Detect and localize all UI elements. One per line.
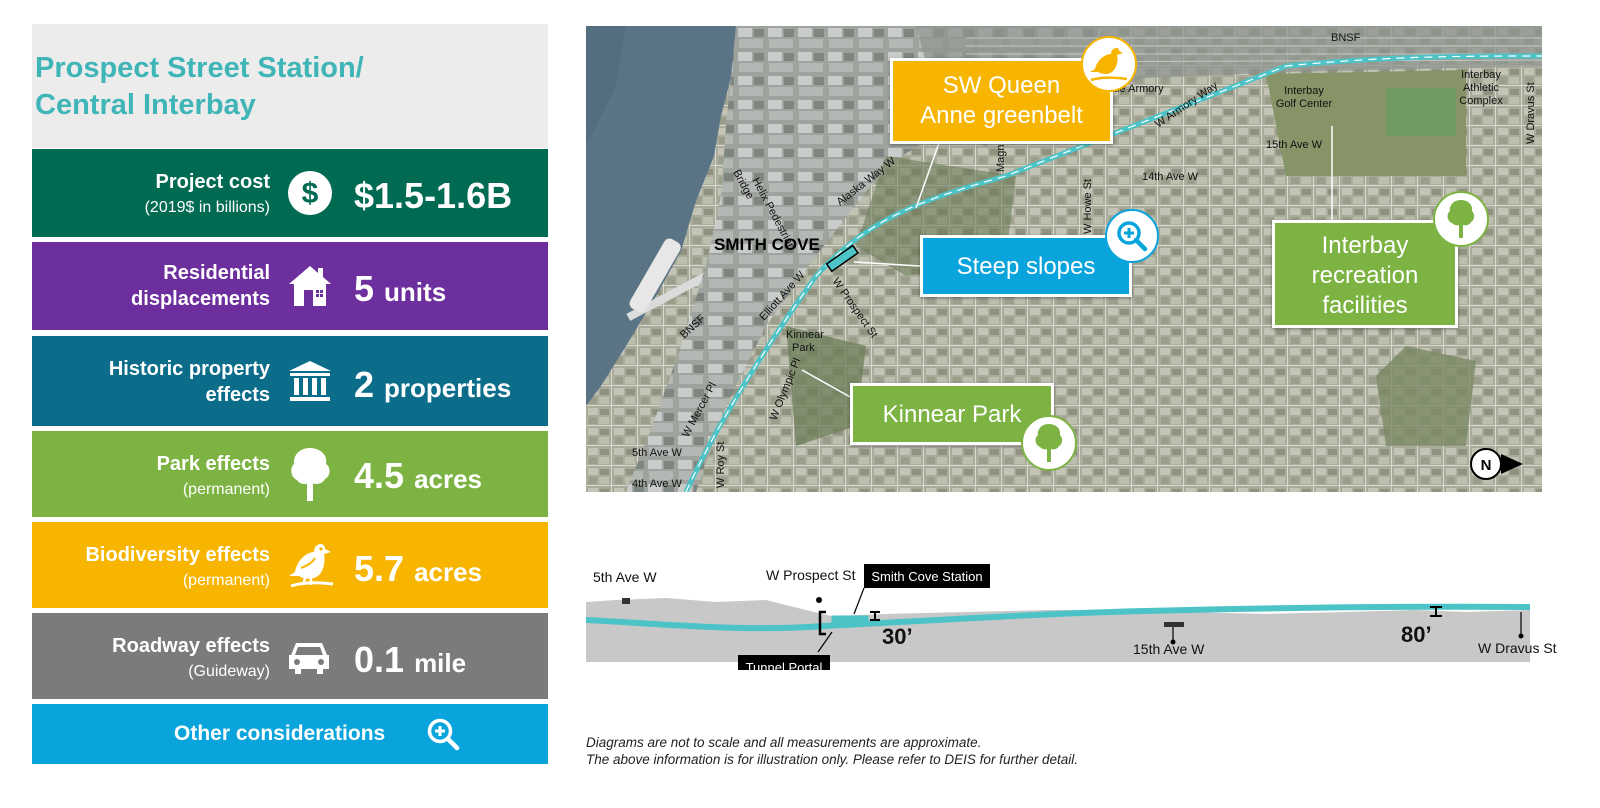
metric-sublabel: (permanent) [182, 481, 270, 498]
map-label-bnsf-top: BNSF [1331, 32, 1361, 44]
metric-park-effects: Park effects (permanent) 4.5 acres [32, 431, 548, 517]
metric-value: 0.1 [354, 639, 405, 680]
metric-sublabel: (permanent) [182, 572, 270, 589]
map-label-dravus: W Dravus St [1525, 82, 1537, 144]
other-considerations-label: Other considerations [174, 722, 386, 745]
metric-value: 5.7 [354, 548, 405, 589]
metric-biodiversity-effects: Biodiversity effects (permanent) 5.7 acr… [32, 522, 548, 608]
metric-label: Project cost [155, 171, 270, 193]
profile-label-dravus: W Dravus St [1478, 640, 1557, 656]
metric-label: Historic property [108, 358, 270, 380]
callout-text: SW Queen Anne greenbelt [920, 72, 1083, 129]
map-label-15th-ave: 15th Ave W [1266, 139, 1323, 151]
callout-kinnear-park: Kinnear Park [850, 383, 1054, 445]
metric-unit: properties [384, 373, 512, 403]
map-label-5th-ave: 5th Ave W [632, 447, 683, 459]
tree-badge-icon [1433, 191, 1489, 247]
metric-unit: acres [414, 557, 483, 587]
callout-sw-queen-anne-greenbelt: SW Queen Anne greenbelt [890, 58, 1113, 144]
magnifier-plus-icon[interactable] [426, 717, 460, 751]
station-title-line1: Prospect Street Station/ [35, 52, 364, 84]
metric-value: $1.5-1.6B [354, 175, 513, 216]
bird-badge-icon [1081, 36, 1137, 92]
metric-label: Park effects [156, 453, 270, 475]
dollar-icon: $ [288, 171, 332, 215]
profile-depth-80: 80’ [1401, 622, 1432, 647]
svg-text:N: N [1481, 457, 1492, 474]
station-title-box [32, 24, 548, 148]
callout-text: Kinnear Park [882, 401, 1022, 428]
building-icon [289, 361, 331, 401]
disclaimer-line1: Diagrams are not to scale and all measur… [586, 735, 982, 750]
metric-label-2: effects [205, 384, 270, 406]
map-label-roy: W Roy St [715, 442, 727, 488]
metric-label: Residential [163, 262, 270, 284]
map-label-4th-ave: 4th Ave W [632, 478, 683, 490]
north-arrow-icon: N [1470, 448, 1523, 480]
metric-unit: mile [414, 648, 467, 678]
map-label-smith-cove: SMITH COVE [714, 235, 820, 254]
magnifier-badge-icon [1105, 209, 1159, 263]
profile-label-portal: Tunnel Portal [746, 660, 823, 670]
other-considerations-bar[interactable]: Other considerations [32, 704, 548, 764]
station-title-line2: Central Interbay [35, 89, 256, 121]
metric-value: 5 [354, 268, 375, 309]
map-label-14th-ave: 14th Ave W [1142, 171, 1199, 183]
metric-residential-displacements: Residential displacements 5 units [32, 242, 548, 330]
metric-historic-property-effects: Historic property effects 2 properties [32, 336, 548, 426]
metric-unit: acres [414, 464, 483, 494]
metric-label: Biodiversity effects [85, 544, 270, 566]
callout-text: Steep slopes [956, 253, 1096, 280]
metric-value: 2 [354, 364, 375, 405]
profile-label-station: Smith Cove Station [871, 569, 982, 584]
metric-sublabel: (2019$ in billions) [144, 199, 270, 216]
elevation-profile: 5th Ave W W Prospect St 30’ 15th Ave W 8… [586, 564, 1557, 670]
tree-badge-icon-2 [1021, 415, 1077, 471]
metric-roadway-effects: Roadway effects (Guideway) 0.1 mile [32, 613, 548, 699]
map-label-magn: Magn [995, 144, 1007, 172]
bird-icon [289, 544, 334, 588]
profile-label-5th-ave: 5th Ave W [593, 569, 657, 585]
house-icon [289, 266, 331, 306]
metric-sublabel: (Guideway) [188, 663, 270, 680]
callout-interbay-recreation-facilities: Interbay recreation facilities [1272, 220, 1458, 328]
profile-label-15th-ave: 15th Ave W [1133, 641, 1205, 657]
metric-label: Roadway effects [112, 635, 270, 657]
metric-unit: units [384, 277, 447, 307]
svg-text:$: $ [302, 177, 319, 210]
profile-depth-30: 30’ [882, 624, 913, 649]
profile-label-prospect: W Prospect St [766, 567, 856, 583]
metric-project-cost: Project cost (2019$ in billions) $ $1.5-… [32, 149, 548, 237]
metric-value: 4.5 [354, 455, 405, 496]
callout-steep-slopes: Steep slopes [920, 235, 1132, 297]
car-icon [289, 643, 329, 674]
disclaimer-line2: The above information is for illustratio… [586, 752, 1078, 767]
metric-label-2: displacements [131, 288, 270, 310]
callout-text: Interbay recreation facilities [1311, 232, 1419, 319]
tree-icon [291, 448, 330, 501]
map-label-howe: W Howe St [1082, 179, 1094, 234]
